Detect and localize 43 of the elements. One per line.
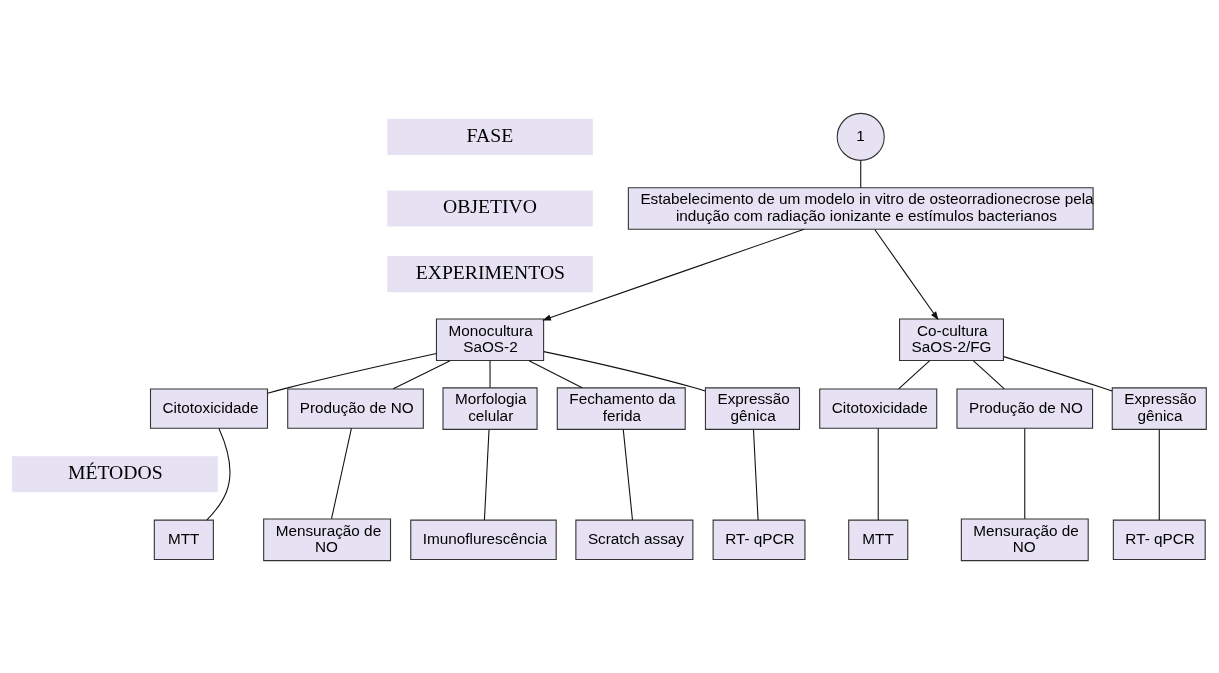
connector (543, 350, 706, 392)
connector (489, 359, 491, 388)
connector (752, 428, 759, 520)
node-box: Produção de NO (956, 387, 1094, 429)
connector (267, 352, 437, 394)
node-box: Citotoxicidade (149, 387, 269, 429)
node-circle: 1 (836, 112, 885, 161)
connector (622, 428, 633, 520)
connector (330, 427, 352, 519)
node-box: RT- qPCR (1112, 519, 1206, 560)
node-box: FASE (387, 118, 593, 155)
connector (206, 427, 231, 521)
connector (528, 359, 583, 388)
connector (860, 159, 862, 188)
node-box: Fechamento da ferida (556, 386, 686, 430)
node-box: Mensuração de NO (960, 518, 1089, 561)
node-box: MTT (848, 519, 909, 560)
connector (1024, 427, 1026, 519)
arrow (542, 228, 805, 320)
node-box: Morfologia celular (442, 386, 538, 430)
connector (898, 359, 931, 389)
node-box: MÉTODOS (12, 455, 218, 492)
node-box: Mensuração de NO (263, 518, 392, 561)
node-box: Produção de NO (287, 387, 424, 429)
connector (1158, 428, 1160, 520)
node-box: Estabelecimento de um modelo in vitro de osteorradionecrose pela indução com radiação ionizante e estímulos bacterianos (627, 186, 1094, 230)
node-box: Monocultura SaOS-2 (435, 317, 545, 361)
node-box: MTT (153, 519, 214, 560)
node-box: Expressão gênica (1111, 386, 1207, 430)
node-box: EXPERIMENTOS (387, 255, 593, 292)
node-box: Expressão gênica (704, 386, 801, 430)
connector (392, 359, 451, 389)
arrow (874, 228, 939, 320)
node-box: OBJETIVO (387, 189, 593, 227)
connector (1003, 355, 1113, 392)
connector (972, 359, 1005, 389)
connector (483, 428, 490, 520)
node-box: Scratch assay (575, 519, 694, 560)
connector (877, 427, 879, 520)
node-box: RT- qPCR (712, 519, 806, 560)
node-box: Imunoflurescência (410, 519, 557, 560)
node-box: Citotoxicidade (819, 387, 938, 429)
node-box: Co-cultura SaOS-2/FG (899, 317, 1004, 361)
